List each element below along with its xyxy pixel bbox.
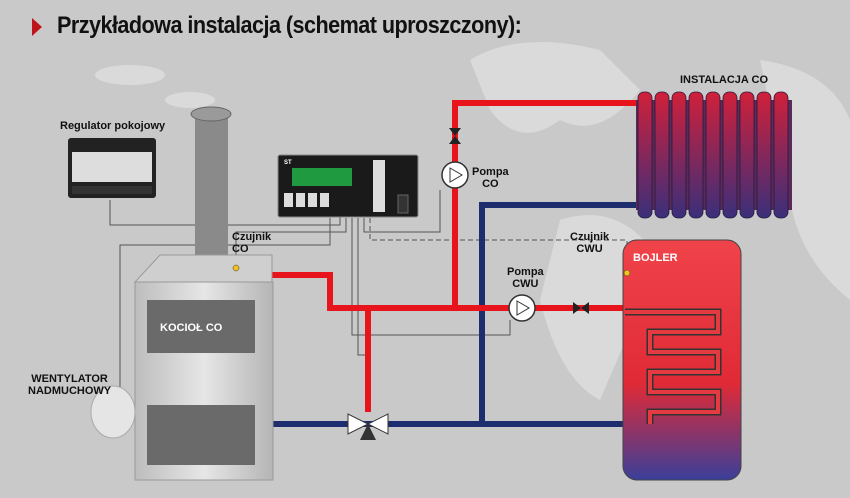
fan-label-line1: WENTYLATOR <box>31 373 108 385</box>
boiler-door-top <box>147 300 255 353</box>
pump-co-label-line1: Pompa <box>472 166 509 178</box>
sensor-cwu-label-line2: CWU <box>576 243 603 255</box>
pump-co-icon <box>441 161 469 189</box>
pump-cwu-label-line2: CWU <box>512 278 539 290</box>
pump-cwu-label-line1: Pompa <box>507 266 544 278</box>
sensor-co-label-line1: Czujnik <box>232 231 272 243</box>
boiler-door-bottom <box>147 405 255 465</box>
boiler-controller: ST <box>277 154 419 218</box>
fan-label-line2: NADMUCHOWY <box>28 385 112 397</box>
three-way-valve-icon <box>347 413 389 440</box>
water-tank-label: BOJLER <box>633 252 678 264</box>
svg-text:ST: ST <box>284 160 292 166</box>
sensor-co-label-line2: CO <box>232 243 249 255</box>
pump-cwu-icon <box>508 294 536 322</box>
cwu-sensor-icon <box>623 269 631 277</box>
check-valve-cwu-icon <box>573 302 589 314</box>
pump-co-label-line2: CO <box>482 178 499 190</box>
sensor-cwu-label-line1: Czujnik <box>570 231 610 243</box>
boiler-label: KOCIOŁ CO <box>160 322 223 334</box>
installation-co-label: INSTALACJA CO <box>680 74 768 86</box>
pipes <box>272 100 640 427</box>
room-regulator-label: Regulator pokojowy <box>60 120 166 132</box>
co-sensor-icon <box>232 264 240 272</box>
check-valve-co-icon <box>449 128 461 144</box>
page-title: Przykładowa instalacja (schemat uproszcz… <box>57 12 522 39</box>
blower-fan <box>90 385 136 439</box>
water-tank <box>622 239 742 481</box>
room-thermostat <box>68 138 156 198</box>
radiator <box>636 91 792 219</box>
title-marker-icon <box>32 18 42 36</box>
boiler <box>133 106 274 481</box>
